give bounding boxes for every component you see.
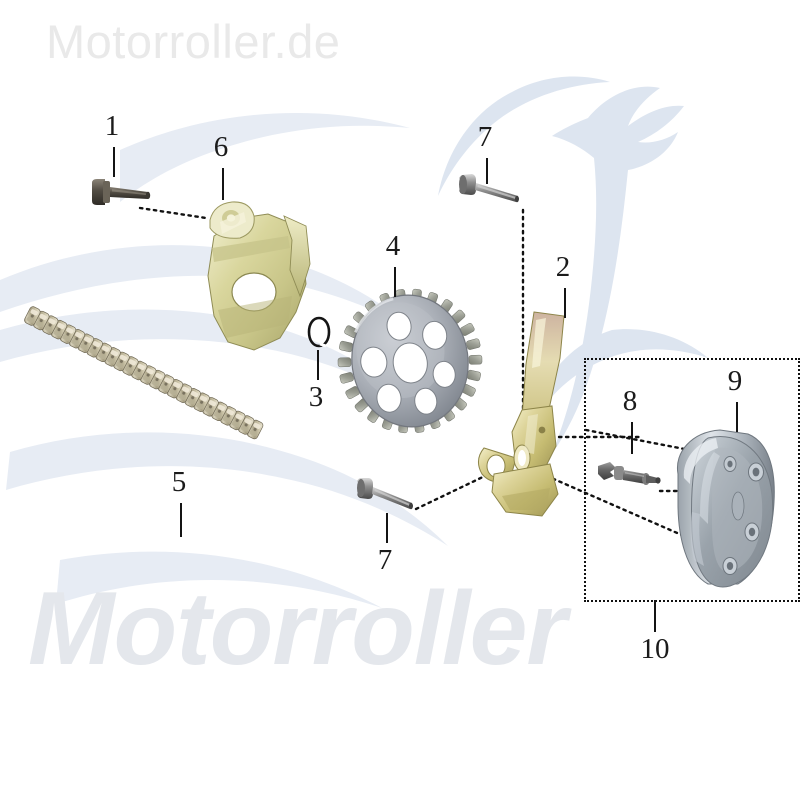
callout-label-2: 2 — [555, 251, 571, 283]
part-bolt-7-bottom — [354, 475, 422, 517]
part-circlip-3 — [306, 316, 332, 348]
callout-stem-3 — [317, 350, 319, 380]
part-chain-guide-2 — [472, 306, 590, 528]
callout-label-10: 10 — [640, 633, 670, 665]
part-bolt-1 — [86, 174, 158, 210]
callout-stem-4 — [394, 267, 396, 297]
callout-stem-1 — [113, 147, 115, 177]
part-pump-housing-9 — [664, 420, 798, 600]
part-sprocket-4 — [337, 286, 483, 436]
callout-label-9: 9 — [727, 365, 743, 397]
part-tensioner-bracket-6 — [184, 192, 320, 360]
callout-label-8: 8 — [622, 385, 638, 417]
part-pin-shaft-8 — [596, 458, 666, 496]
callout-label-7-bottom: 7 — [377, 544, 393, 576]
callout-stem-6 — [222, 168, 224, 200]
callout-stem-5 — [180, 503, 182, 537]
callout-stem-7-bottom — [386, 513, 388, 543]
watermark-bottom: Motorroller — [28, 571, 567, 687]
callout-label-1: 1 — [104, 110, 120, 142]
watermark-top: Motorroller.de — [46, 15, 341, 68]
callout-stem-7-top — [486, 158, 488, 184]
callout-label-5: 5 — [171, 466, 187, 498]
callout-label-6: 6 — [213, 131, 229, 163]
part-bolt-7-top — [456, 170, 528, 212]
callout-stem-10 — [654, 600, 656, 632]
callout-stem-9 — [736, 402, 738, 432]
part-timing-chain-5 — [22, 304, 276, 662]
callout-label-4: 4 — [385, 230, 401, 262]
callout-stem-2 — [564, 288, 566, 318]
callout-stem-8 — [631, 422, 633, 454]
callout-label-7-top: 7 — [477, 121, 493, 153]
callout-label-3: 3 — [308, 381, 324, 413]
